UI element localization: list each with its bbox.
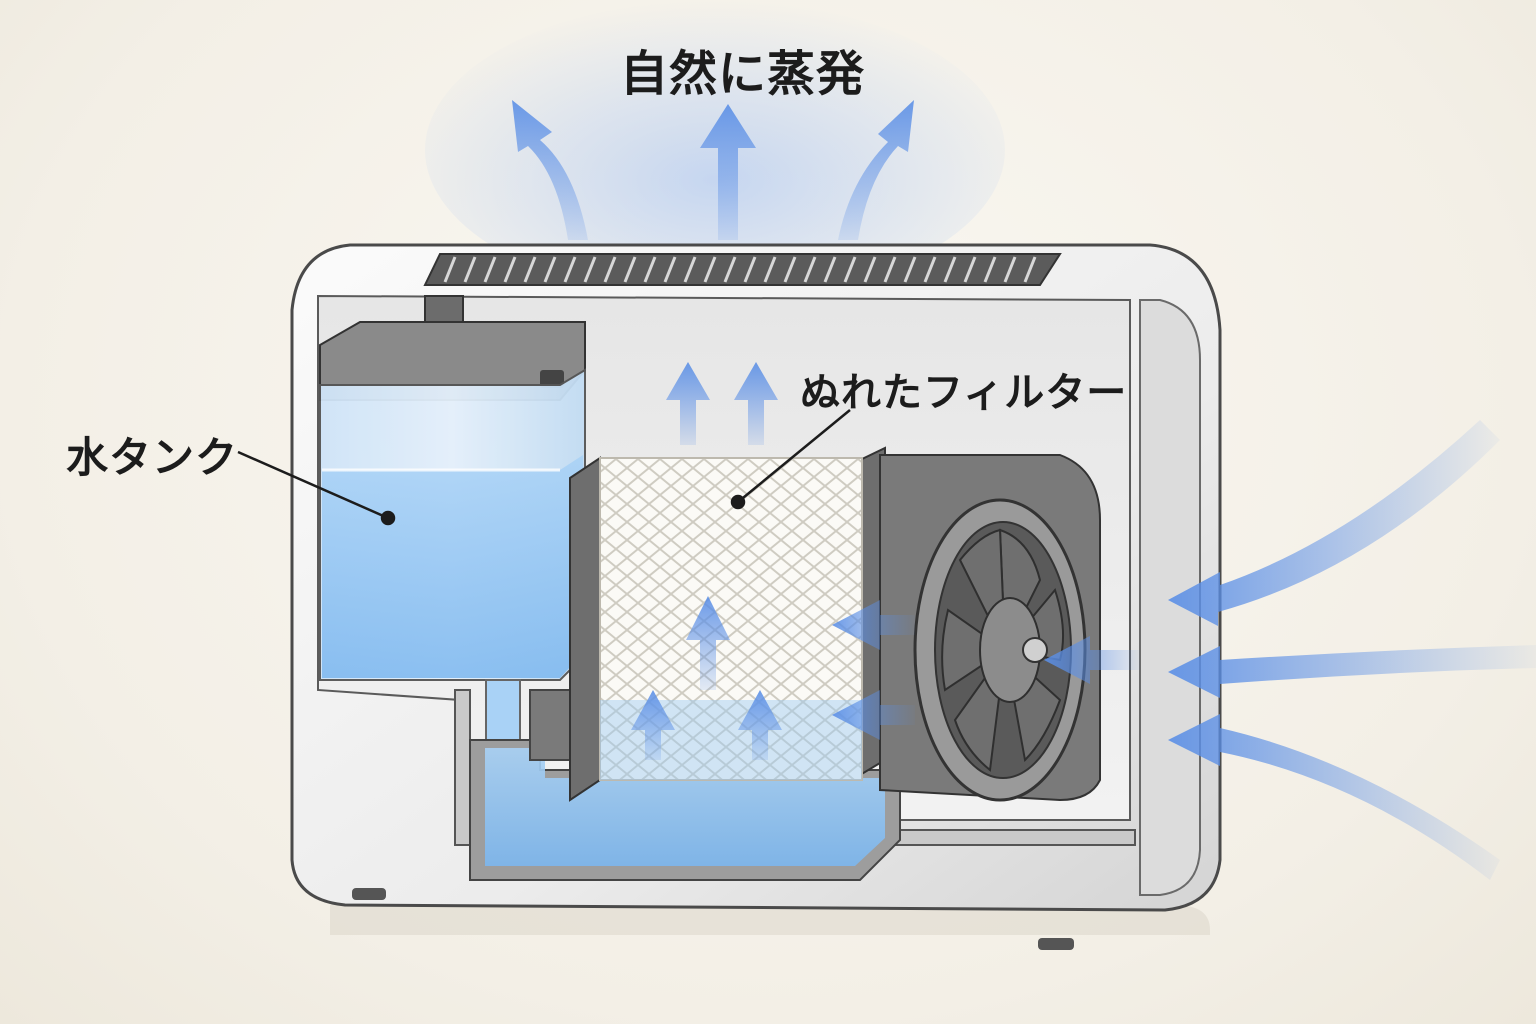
water-tank — [319, 295, 586, 746]
leader-lines — [237, 409, 851, 526]
arrow-icon — [512, 100, 588, 240]
arrow-icon — [631, 690, 675, 760]
arrow-icon — [832, 600, 915, 650]
arrow-icon — [1168, 645, 1536, 698]
tank-water — [322, 455, 583, 678]
leader-dot-filter — [730, 494, 746, 510]
arrow-icon — [1168, 714, 1500, 880]
arrow-icon — [1044, 636, 1140, 684]
tray-water — [485, 748, 885, 866]
arrow-icon — [1168, 420, 1500, 626]
tray-lip — [529, 689, 576, 761]
arrow-icon — [838, 100, 914, 240]
water-tank-label: 水タンク — [66, 433, 239, 482]
vent-grille-icon — [423, 253, 1062, 286]
filter-frame — [569, 456, 601, 802]
leader-dot-tank — [380, 510, 396, 526]
leader-line-tank — [237, 450, 389, 520]
filter-vapor-arrows — [631, 362, 782, 760]
tank-feed-tube — [485, 679, 521, 746]
tank-cap-handle — [540, 370, 564, 388]
evaporation-arrows — [512, 100, 914, 240]
arrow-icon — [832, 690, 915, 740]
fan-icon — [879, 454, 1101, 802]
arrow-icon — [734, 362, 778, 445]
evaporation-label: 自然に蒸発 — [620, 46, 866, 102]
arrow-icon — [686, 596, 730, 690]
arrow-icon — [738, 690, 782, 760]
internal-floor — [454, 689, 1136, 846]
fan-axle — [1022, 637, 1048, 663]
housing-shadow — [330, 905, 1210, 935]
foot-left — [352, 888, 386, 900]
wet-filter-label: ぬれたフィルター — [800, 369, 1128, 416]
filter-wet-zone — [600, 700, 862, 780]
foot-right — [1038, 938, 1074, 950]
arrow-icon — [700, 104, 756, 240]
intake-airflow-arrows — [1168, 420, 1536, 880]
leader-line-filter — [737, 409, 851, 503]
wet-filter — [569, 446, 886, 802]
fan-airflow-arrows — [832, 600, 1140, 740]
arrow-icon — [666, 362, 710, 445]
